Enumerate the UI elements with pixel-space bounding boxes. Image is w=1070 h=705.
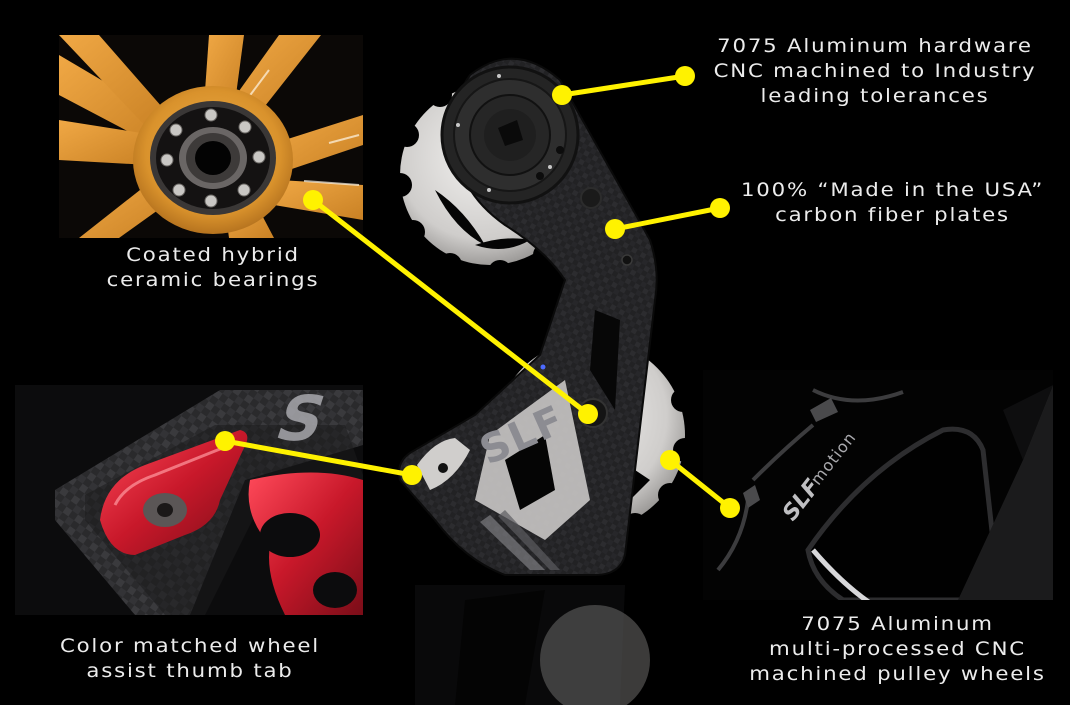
caption-thumb-tab: Color matched wheel assist thumb tab	[11, 634, 369, 684]
pulley-cage-illustration: SLF	[395, 57, 697, 705]
caption-ceramic-bearings: Coated hybrid ceramic bearings	[62, 243, 364, 293]
caption-line: 100% “Made in the USA”	[740, 179, 1045, 201]
caption-line: 7075 Aluminum hardware	[717, 35, 1033, 57]
pulley-wheel-closeup-photo: SLF motion	[703, 370, 1053, 600]
caption-line: assist thumb tab	[86, 660, 294, 682]
caption-line: ceramic bearings	[106, 269, 320, 291]
pulley-wheel-illustration: SLF motion	[703, 370, 1053, 600]
product-reflection	[415, 585, 650, 705]
caption-aluminum-hardware: 7075 Aluminum hardware CNC machined to I…	[668, 34, 1070, 109]
bearing-illustration	[59, 35, 363, 238]
caption-line: CNC machined to Industry	[713, 60, 1037, 82]
caption-line: Coated hybrid	[126, 244, 300, 266]
thumb-tab-closeup-photo: S	[15, 385, 363, 615]
caption-carbon-plates: 100% “Made in the USA” carbon fiber plat…	[699, 178, 1070, 228]
caption-line: Color matched wheel	[59, 635, 321, 657]
caption-line: multi-processed CNC	[769, 638, 1026, 660]
caption-line: 7075 Aluminum	[801, 613, 994, 635]
thumb-tab-illustration: S	[15, 385, 363, 615]
pulley-cage-product-photo: SLF	[395, 40, 715, 705]
caption-line: carbon fiber plates	[775, 204, 1010, 226]
caption-line: machined pulley wheels	[749, 663, 1046, 685]
caption-line: leading tolerances	[760, 85, 990, 107]
caption-pulley-wheels: 7075 Aluminum multi-processed CNC machin…	[699, 612, 1070, 687]
upper-hub-cap	[440, 65, 580, 205]
bearing-closeup-photo	[59, 35, 363, 238]
